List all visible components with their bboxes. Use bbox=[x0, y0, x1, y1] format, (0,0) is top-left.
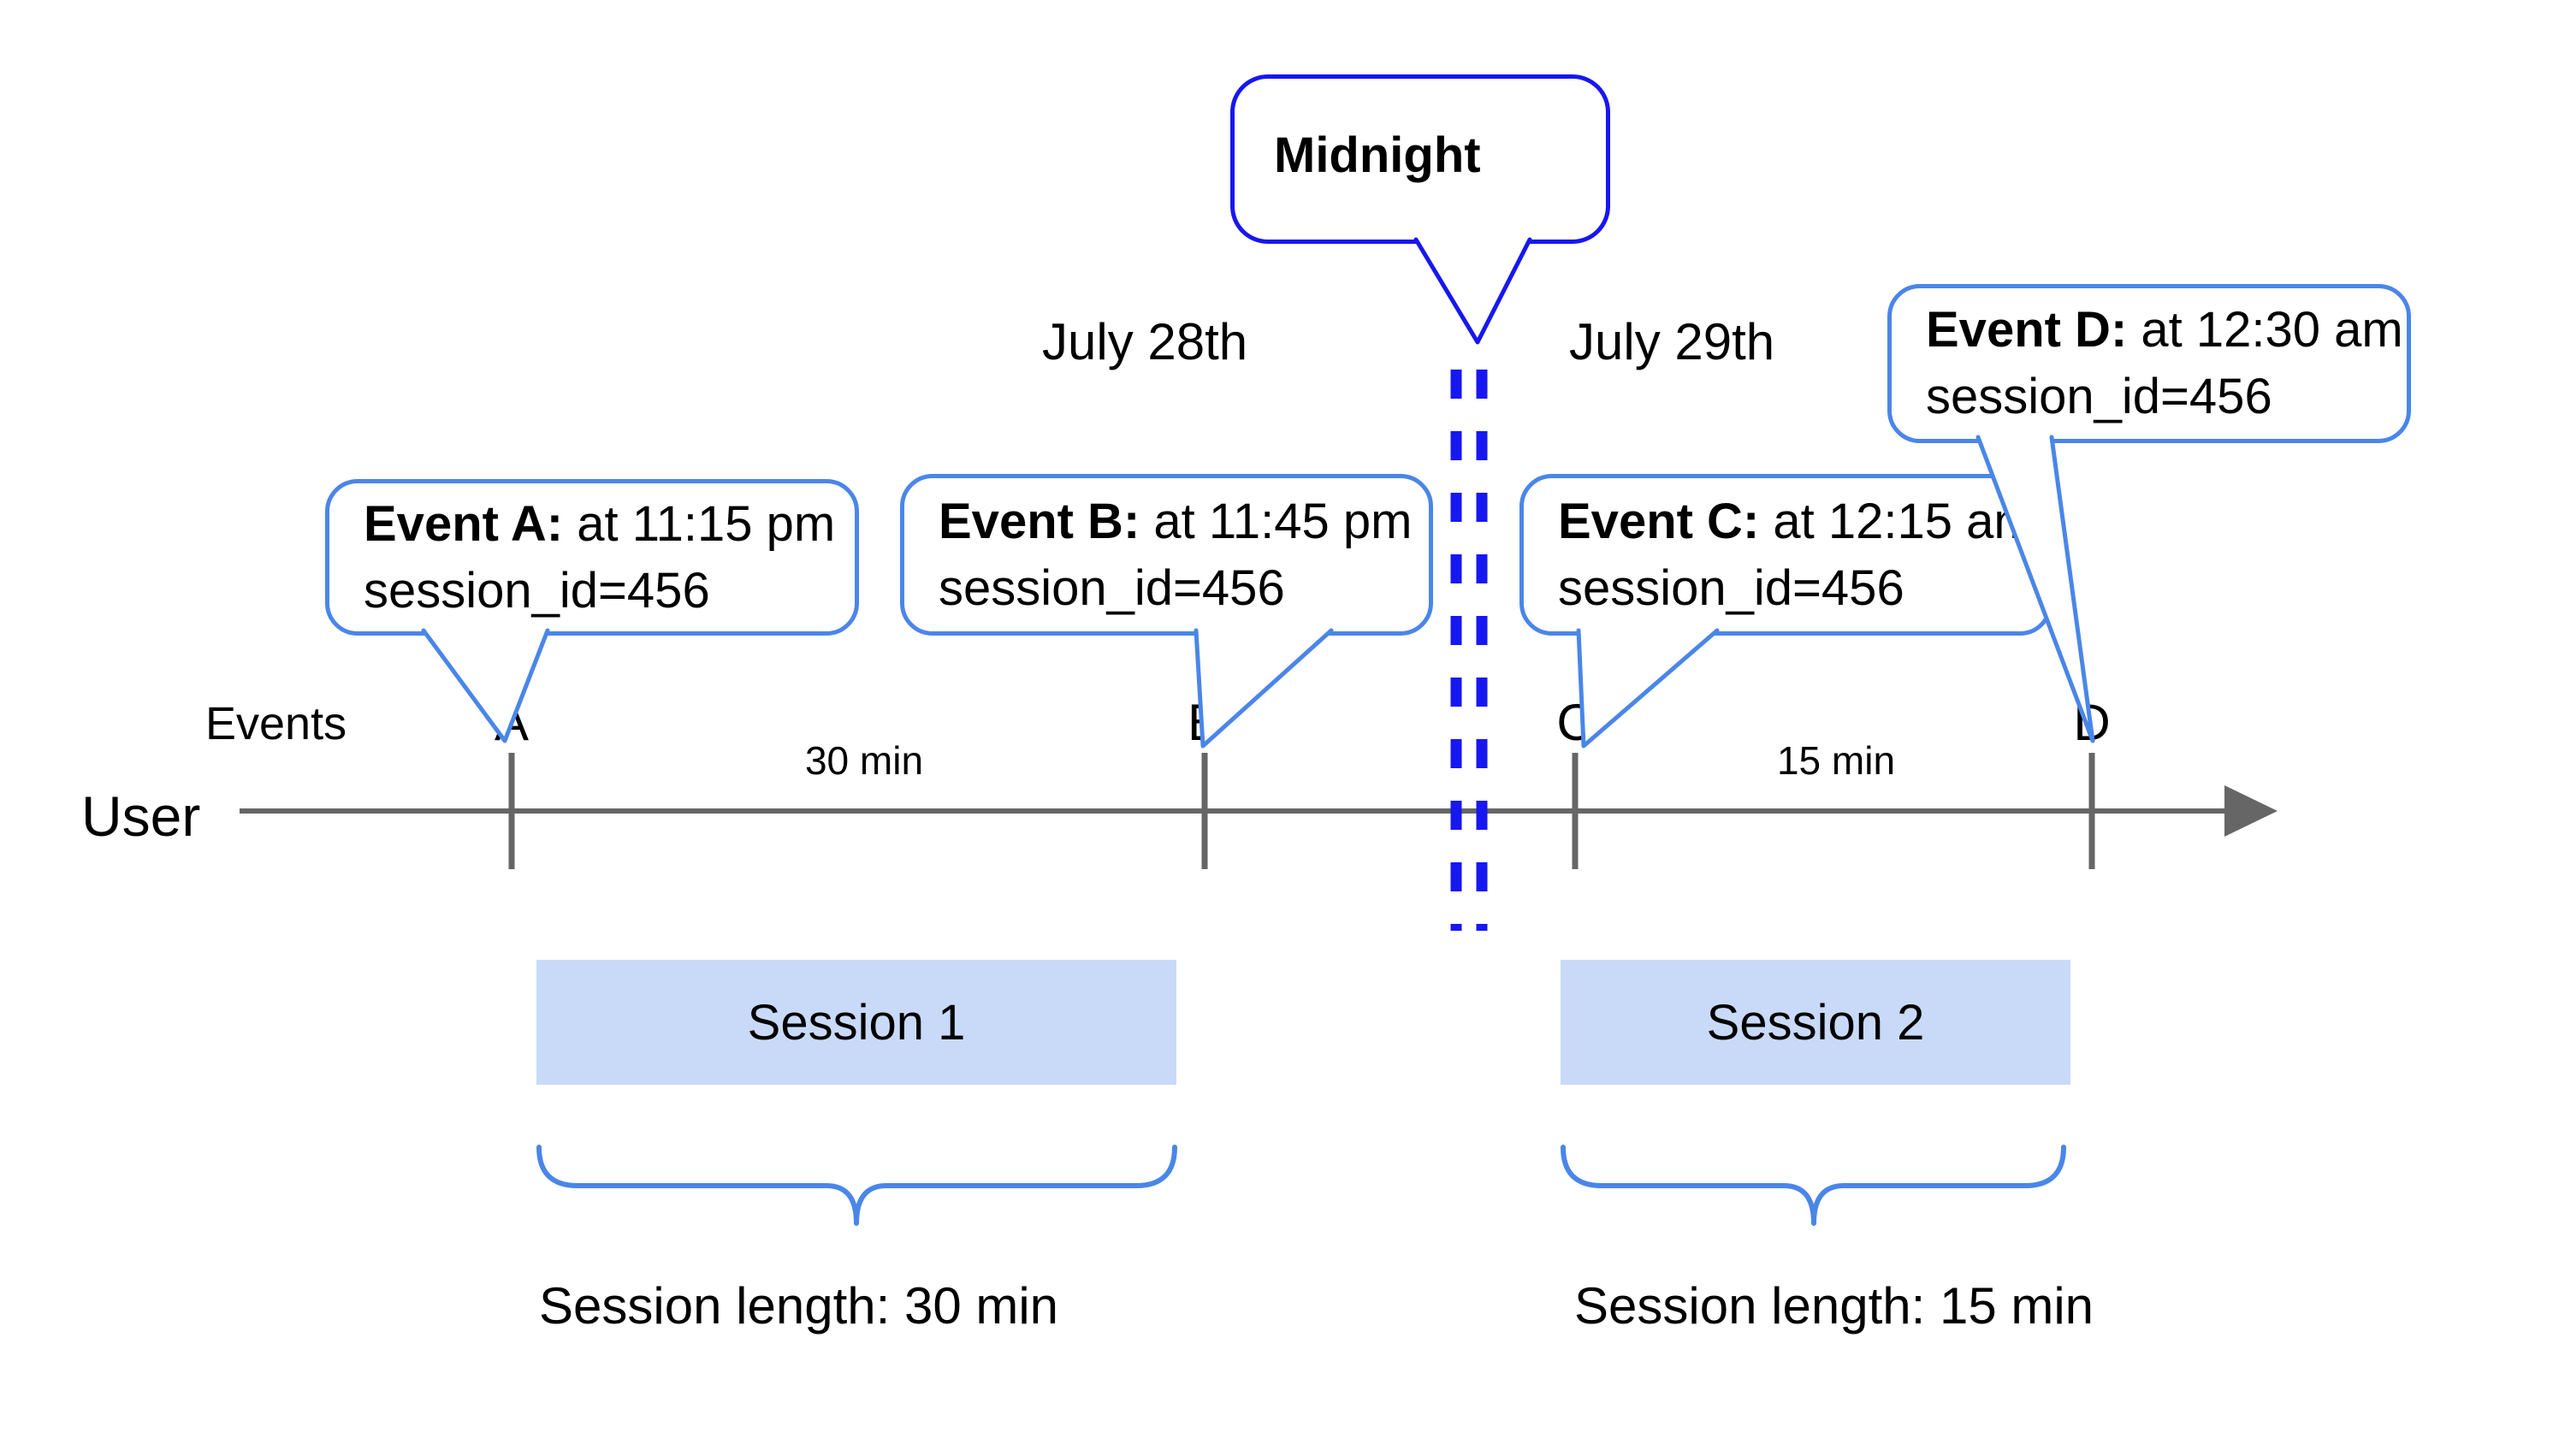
tick-label-d: D bbox=[2073, 694, 2111, 751]
interval-label-15min: 15 min bbox=[1776, 738, 1896, 783]
event-c-time: at 12:15 am bbox=[1759, 493, 2035, 549]
event-c-line1: Event C: at 12:15 am bbox=[1558, 488, 2048, 555]
session-1-label: Session 1 bbox=[747, 994, 966, 1051]
event-b-time: at 11:45 pm bbox=[1140, 493, 1413, 549]
event-d-session-id: session_id=456 bbox=[1926, 369, 2272, 424]
user-row-label: User bbox=[81, 784, 201, 848]
brace-session-2 bbox=[1561, 1145, 2066, 1226]
session-2-label: Session 2 bbox=[1706, 994, 1925, 1051]
event-c-session-id: session_id=456 bbox=[1558, 559, 1904, 616]
event-b-session-id: session_id=456 bbox=[939, 559, 1285, 616]
session-1-box: Session 1 bbox=[536, 960, 1176, 1085]
midnight-label: Midnight bbox=[1274, 127, 1481, 183]
midnight-callout-tail bbox=[1413, 237, 1532, 345]
midnight-callout-bubble: Midnight bbox=[1230, 74, 1610, 244]
brace-session-1 bbox=[536, 1145, 1177, 1226]
event-a-line1: Event A: at 11:15 pm bbox=[364, 491, 855, 558]
event-a-time: at 11:15 pm bbox=[563, 495, 836, 552]
event-a-callout-bubble: Event A: at 11:15 pm session_id=456 bbox=[325, 479, 859, 636]
timeline-arrowhead-icon bbox=[2224, 785, 2278, 837]
event-b-callout-bubble: Event B: at 11:45 pm session_id=456 bbox=[900, 474, 1433, 636]
event-b-line1: Event B: at 11:45 pm bbox=[939, 488, 1429, 555]
event-d-line1: Event D: at 12:30 am bbox=[1926, 297, 2407, 364]
events-row-label: Events bbox=[205, 698, 347, 749]
date-label-july-28: July 28th bbox=[1042, 313, 1248, 370]
session-2-length-caption: Session length: 15 min bbox=[1574, 1277, 2094, 1335]
session-1-length-caption: Session length: 30 min bbox=[539, 1277, 1059, 1335]
tick-label-c: C bbox=[1556, 694, 1594, 751]
tick-label-a: A bbox=[494, 694, 530, 751]
event-c-callout-bubble: Event C: at 12:15 am session_id=456 bbox=[1519, 474, 2052, 636]
date-label-july-29: July 29th bbox=[1569, 313, 1775, 370]
event-a-title: Event A: bbox=[364, 495, 564, 552]
interval-label-30min: 30 min bbox=[804, 738, 924, 783]
event-d-title: Event D: bbox=[1926, 302, 2128, 358]
event-b-title: Event B: bbox=[939, 493, 1140, 549]
event-d-callout-bubble: Event D: at 12:30 am session_id=456 bbox=[1887, 284, 2411, 443]
event-d-time: at 12:30 am bbox=[2127, 302, 2403, 358]
event-c-title: Event C: bbox=[1558, 493, 1760, 549]
session-2-box: Session 2 bbox=[1561, 960, 2070, 1085]
tick-label-b: B bbox=[1187, 694, 1223, 751]
event-a-session-id: session_id=456 bbox=[364, 562, 710, 619]
